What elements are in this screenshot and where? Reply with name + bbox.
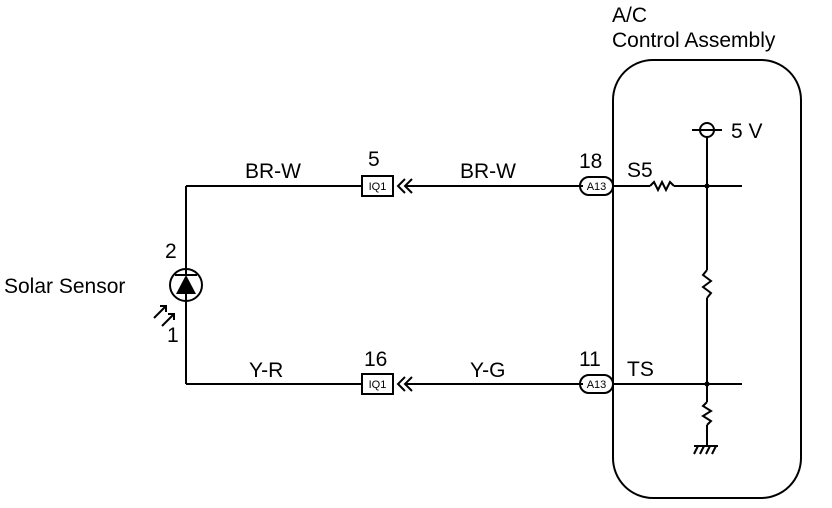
lower-wire-right-color: Y-G xyxy=(470,359,505,382)
upper-wire-left-color: BR-W xyxy=(245,160,301,183)
lower-ecu-connector-id: A13 xyxy=(587,379,607,391)
upper-ecu-connector xyxy=(579,176,614,196)
upper-wire-right-color: BR-W xyxy=(460,160,516,183)
solar-sensor-label: Solar Sensor xyxy=(4,275,125,298)
sensor-pin-bottom: 1 xyxy=(167,324,179,347)
lower-connector-pin: 16 xyxy=(364,348,387,371)
terminal-s5-label: S5 xyxy=(627,159,653,182)
pullup-resistor xyxy=(701,269,713,299)
supply-voltage-label: 5 V xyxy=(731,120,763,143)
light-rays-icon xyxy=(153,305,175,327)
lower-connector xyxy=(361,373,394,395)
terminal-ts-label: TS xyxy=(627,358,654,381)
ecu-box xyxy=(612,59,802,499)
sensor-pin-top: 2 xyxy=(165,240,177,263)
upper-connector-pin: 5 xyxy=(368,148,380,171)
upper-connector xyxy=(361,175,394,197)
ecu-title-line1: A/C xyxy=(612,4,647,27)
pulldown-resistor xyxy=(701,401,713,426)
s5-resistor xyxy=(649,179,675,193)
upper-ecu-pin: 18 xyxy=(579,150,602,173)
lower-connector-id: IQ1 xyxy=(369,379,387,391)
lower-wire-left-color: Y-R xyxy=(249,359,283,382)
lower-ecu-pin: 11 xyxy=(579,348,601,371)
upper-connector-id: IQ1 xyxy=(369,181,387,193)
solar-sensor-icon xyxy=(169,268,203,302)
upper-ecu-connector-id: A13 xyxy=(587,181,607,193)
lower-ecu-connector xyxy=(579,374,614,394)
ground-icon xyxy=(693,445,718,455)
ecu-title-line2: Control Assembly xyxy=(612,29,776,52)
